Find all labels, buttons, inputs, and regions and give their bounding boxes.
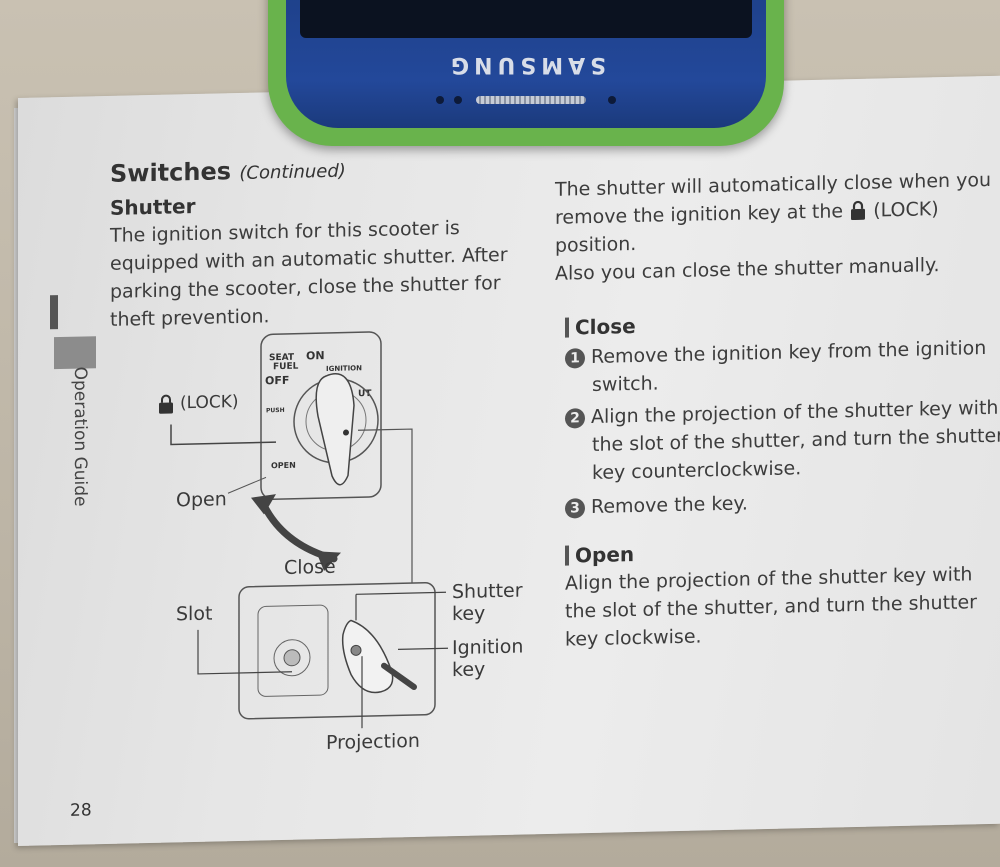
side-marker	[50, 295, 58, 330]
detail-switch-outline	[257, 604, 329, 697]
detail-shutter-key	[341, 619, 394, 694]
shutter-key-label-1: Shutter	[452, 580, 523, 604]
open-leader-line	[227, 476, 267, 494]
switch-ignition-label: IGNITION	[326, 364, 362, 373]
switch-fuel-label: FUEL	[273, 362, 299, 373]
ignition-key-label-1: Ignition	[452, 636, 523, 660]
detail-dial	[273, 639, 311, 677]
ignition-key-label-2: key	[452, 658, 485, 681]
slot-label: Slot	[176, 603, 212, 626]
right-intro-lock-label: (LOCK)	[873, 198, 939, 222]
detail-projection	[350, 644, 362, 656]
switch-seat-label: SEAT	[269, 353, 295, 364]
switch-off-label: OFF	[265, 374, 289, 388]
right-intro-line-with-lock: remove the ignition key at the (LOCK)	[555, 194, 991, 232]
open-paragraph: Align the projection of the shutter key …	[565, 560, 977, 653]
phone-sensor-dot	[454, 96, 462, 104]
close-steps: 1 Remove the ignition key from the igniti…	[565, 334, 1000, 522]
close-heading: Close	[565, 314, 636, 340]
side-label: Operation Guide	[70, 366, 90, 507]
switch-ut-label: UT	[358, 389, 372, 399]
manual-page: Operation Guide Switches (Continued) Shu…	[18, 75, 1000, 846]
phone-brand-logo: SAMSUNG	[446, 52, 606, 77]
heading-bar	[565, 317, 569, 338]
switch-on-label: ON	[306, 349, 325, 362]
close-heading-text: Close	[575, 313, 636, 340]
section-title-suffix: (Continued)	[239, 160, 346, 184]
section-title: Switches (Continued)	[110, 155, 346, 188]
detail-panel-outline	[238, 582, 436, 720]
shutter-key-leader-line	[356, 591, 446, 595]
open-label: Open	[176, 488, 227, 511]
detail-slot	[283, 649, 301, 667]
lock-label: (LOCK)	[180, 392, 239, 413]
heading-bar	[565, 545, 569, 566]
step-text: Remove the ignition key from the ignitio…	[591, 337, 987, 368]
close-label: Close	[284, 556, 336, 579]
switch-panel-outline	[260, 331, 382, 500]
connector-line	[358, 428, 413, 584]
step-number-2: 2	[565, 408, 585, 429]
rotation-arrow-head-up	[251, 494, 276, 515]
phone-sensor-dot	[436, 96, 444, 104]
shutter-key-label-2: key	[452, 602, 485, 625]
phone-body: SAMSUNG	[286, 0, 766, 128]
side-tab	[54, 336, 96, 370]
section-title-text: Switches	[110, 157, 232, 188]
projection-label: Projection	[326, 730, 420, 754]
key-projection-dot	[343, 429, 349, 436]
phone-case: SAMSUNG	[268, 0, 784, 146]
step-number-1: 1	[565, 348, 585, 369]
lock-icon	[851, 200, 866, 221]
detail-ignition-key	[381, 662, 417, 691]
rotation-arrow-head-down	[316, 551, 341, 572]
right-intro: The shutter will automatically close whe…	[555, 166, 991, 288]
phone-sensor-dot	[608, 96, 616, 104]
slot-leader-line	[197, 629, 292, 675]
phone-screen	[300, 0, 752, 38]
switch-push-label: PUSH	[266, 407, 285, 414]
step-number-3: 3	[565, 498, 585, 519]
lock-icon	[159, 394, 173, 414]
lock-leader-line	[170, 424, 276, 446]
shutter-key-shape	[315, 373, 355, 486]
open-heading-text: Open	[575, 542, 635, 568]
close-step: 3 Remove the key.	[565, 484, 1000, 522]
phone-speaker-grille	[476, 96, 586, 104]
ignition-key-leader-line	[398, 647, 448, 650]
shutter-diagram: SEAT FUEL ON IGNITION OFF PUSH UT OPEN (…	[159, 331, 523, 754]
right-intro-text: remove the ignition key at the	[555, 200, 844, 229]
switch-open-label: OPEN	[271, 461, 296, 471]
page-number: 28	[70, 800, 92, 821]
subheading-shutter: Shutter	[110, 193, 196, 220]
step-text: Remove the key.	[591, 492, 748, 518]
intro-paragraph: The ignition switch for this scooter is …	[110, 213, 508, 334]
open-heading: Open	[565, 542, 634, 568]
